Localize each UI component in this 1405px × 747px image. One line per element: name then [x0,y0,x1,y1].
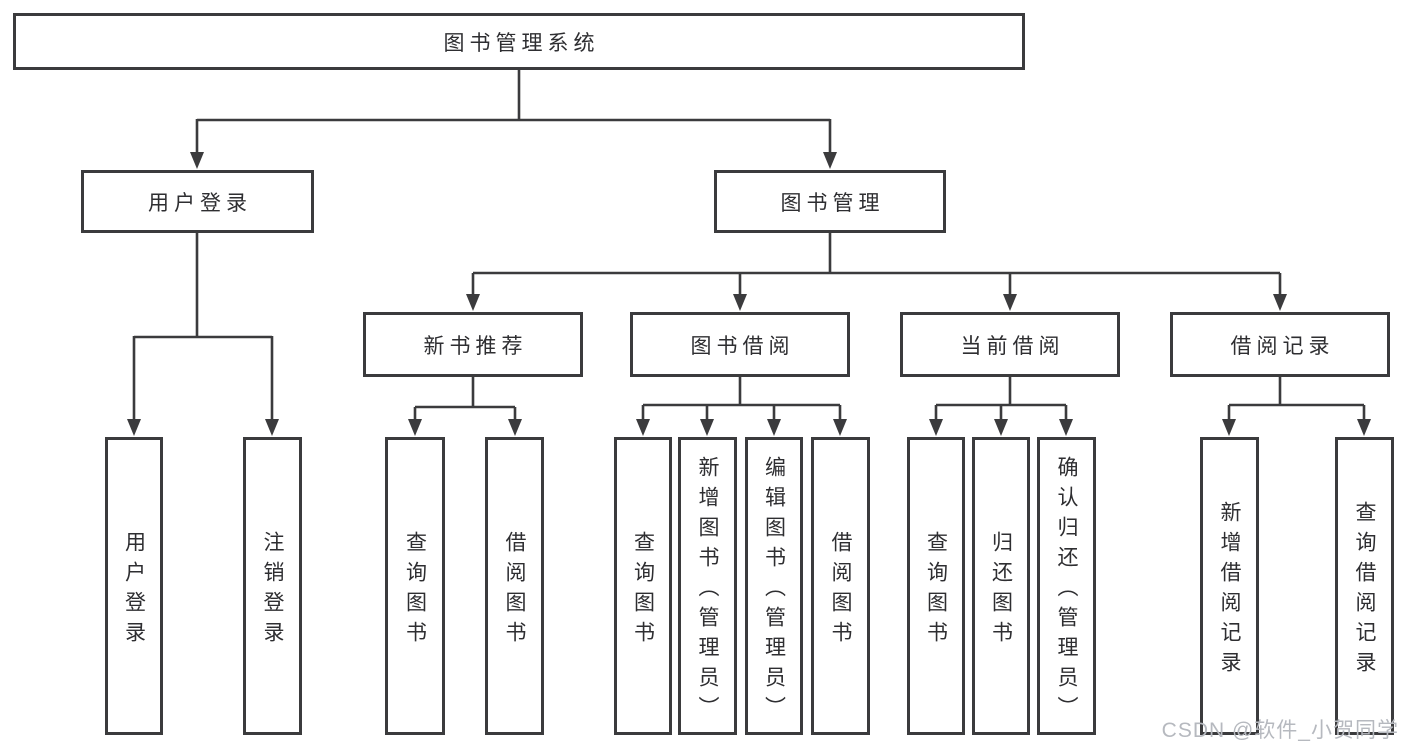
leaf-user-login-label: 用户登录 [122,530,146,651]
node-book-management-label: 图书管理 [780,191,885,215]
leaf-query-books-current: 查询图书 [907,437,965,735]
node-root: 图书管理系统 [13,13,1025,70]
node-current-borrow-label: 当前借阅 [960,334,1065,358]
watermark: CSDN @软件_小贺同学 [1161,719,1399,742]
leaf-query-books-recommend-label: 查询图书 [403,530,427,651]
leaf-borrow-books: 借阅图书 [811,437,870,735]
node-current-borrow: 当前借阅 [900,312,1120,377]
node-new-book-recommend: 新书推荐 [363,312,583,377]
node-borrow-records: 借阅记录 [1170,312,1390,377]
node-user-login-label: 用户登录 [148,191,252,215]
leaf-confirm-return-admin: 确认归还（管理员） [1037,437,1096,735]
leaf-query-books-borrow-label: 查询图书 [631,530,655,651]
node-borrow-records-label: 借阅记录 [1230,334,1335,358]
leaf-add-book-admin-label: 新增图书（管理员） [696,455,719,726]
leaf-add-book-admin: 新增图书（管理员） [678,437,737,735]
leaf-edit-book-admin-label: 编辑图书（管理员） [762,455,786,726]
leaf-user-login: 用户登录 [105,437,163,735]
leaf-return-book: 归还图书 [972,437,1030,735]
node-new-book-recommend-label: 新书推荐 [423,334,528,358]
node-book-borrow-label: 图书借阅 [690,334,795,358]
leaf-query-books-recommend: 查询图书 [385,437,445,735]
leaf-query-borrow-record: 查询借阅记录 [1335,437,1394,735]
leaf-borrow-books-recommend: 借阅图书 [485,437,544,735]
leaf-query-borrow-record-label: 查询借阅记录 [1353,500,1376,681]
leaf-edit-book-admin: 编辑图书（管理员） [745,437,803,735]
leaf-query-books-borrow: 查询图书 [614,437,672,735]
leaf-add-borrow-record: 新增借阅记录 [1200,437,1259,735]
leaf-logout: 注销登录 [243,437,302,735]
leaf-add-borrow-record-label: 新增借阅记录 [1218,500,1241,681]
node-user-login: 用户登录 [81,170,314,233]
leaf-confirm-return-admin-label: 确认归还（管理员） [1055,455,1078,726]
node-book-management: 图书管理 [714,170,946,233]
leaf-return-book-label: 归还图书 [989,530,1013,651]
node-root-label: 图书管理系统 [443,31,600,55]
leaf-query-books-current-label: 查询图书 [924,530,948,651]
leaf-borrow-books-recommend-label: 借阅图书 [503,530,526,651]
node-book-borrow: 图书借阅 [630,312,850,377]
leaf-logout-label: 注销登录 [261,530,284,651]
leaf-borrow-books-label: 借阅图书 [829,530,852,651]
